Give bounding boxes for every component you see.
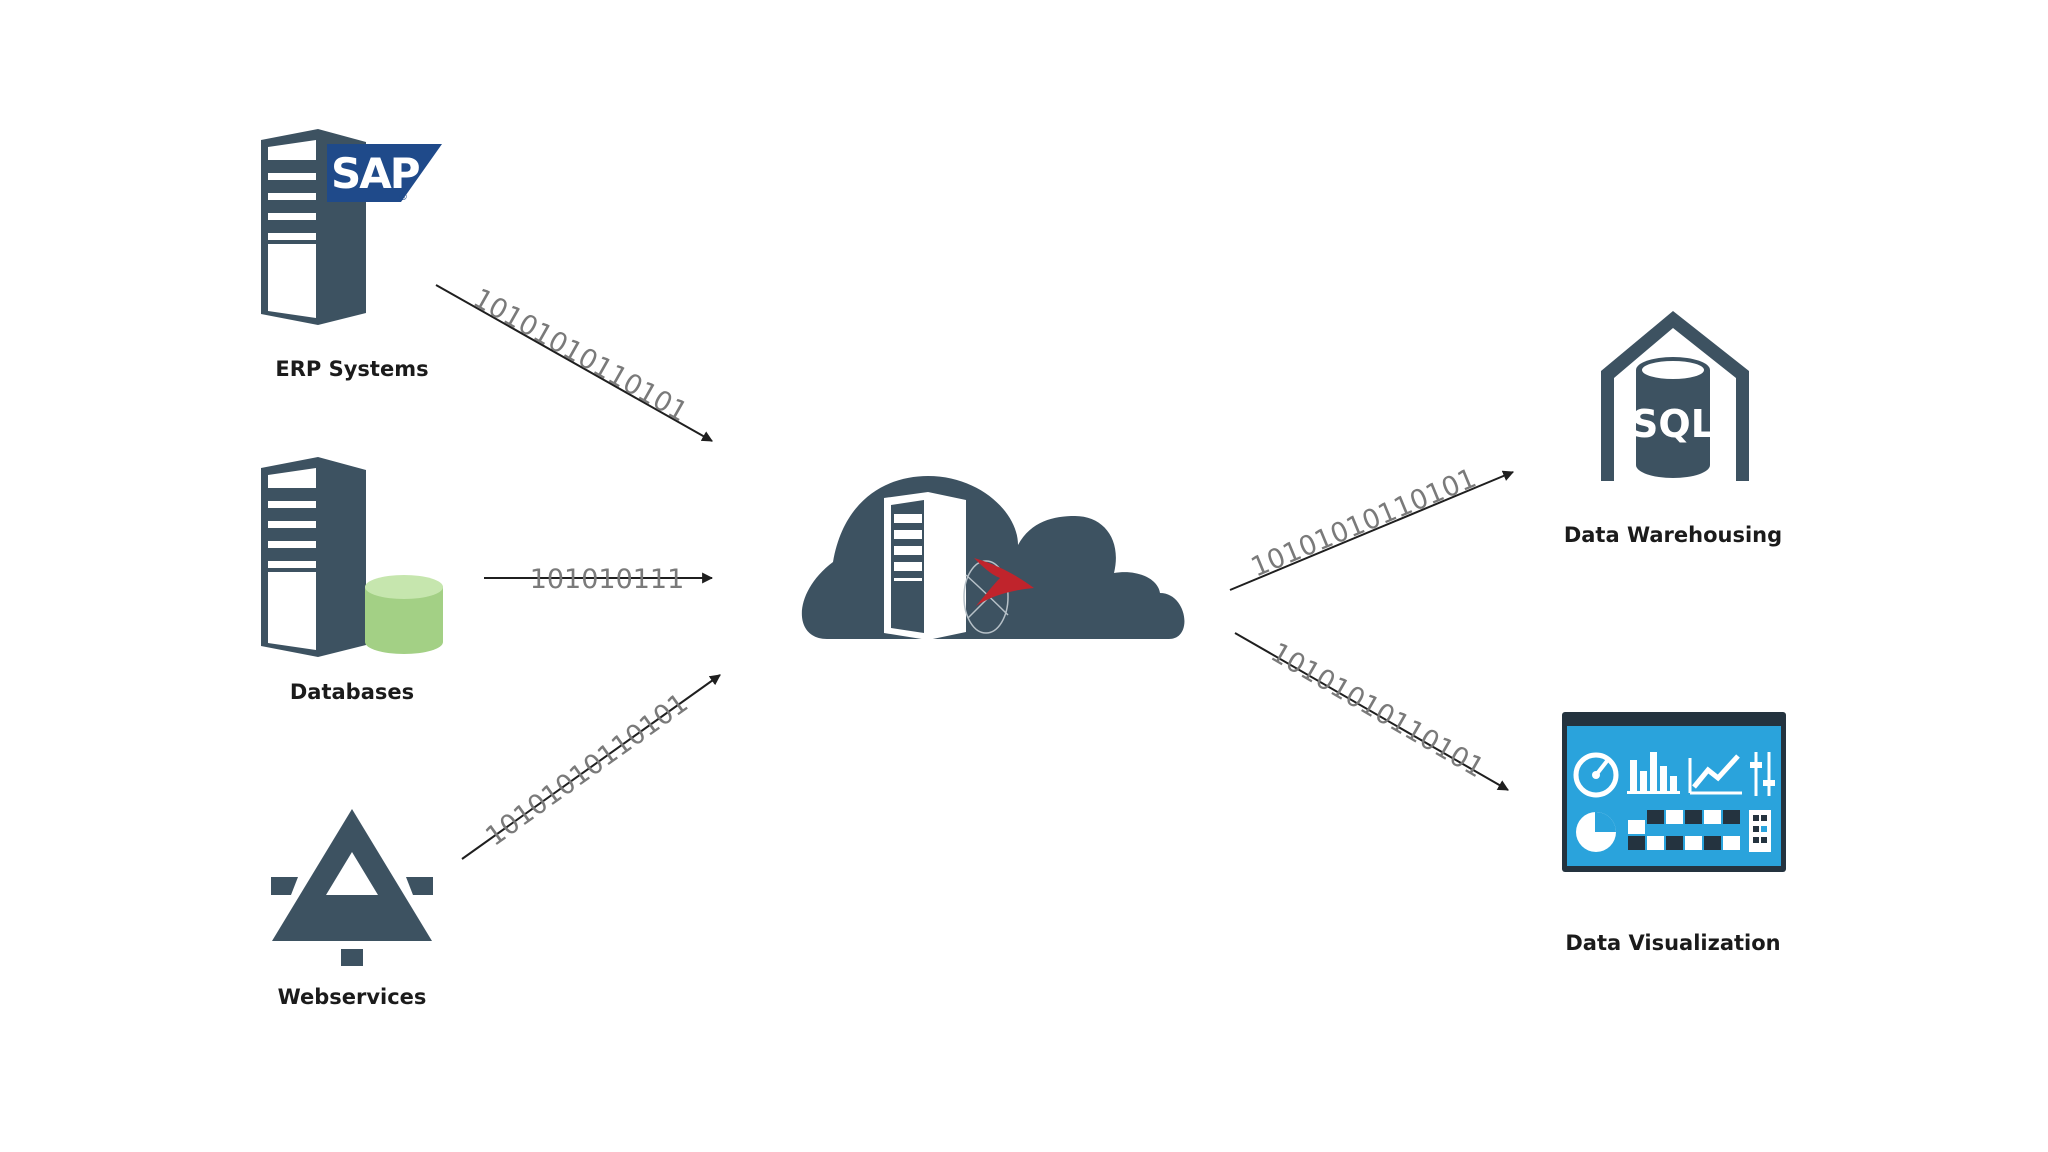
flow-arrow-erp-to-hub: 10101010110101 [435,283,713,442]
sap-logo-text: SAP [331,149,420,198]
sql-database-icon: SQL [1601,311,1749,481]
flow-arrow-databases-to-hub: 101010111 [484,564,714,595]
webservices-label: Webservices [278,985,427,1009]
databases-node: Databases [261,457,443,704]
data-visualization-label: Data Visualization [1565,931,1780,955]
sap-logo-icon: SAP ® [327,144,442,203]
flow-arrow-webservices-to-hub: 10101010110101 [461,674,721,860]
erp-systems-label: ERP Systems [275,357,428,381]
flow-bits-label: 10101010110101 [480,688,694,853]
cloud-server-icon [801,476,1185,640]
integration-engine-icon [963,558,1034,634]
data-warehousing-label: Data Warehousing [1564,523,1782,547]
sql-icon-text: SQL [1631,402,1715,446]
heatmap-grid-icon [1628,810,1740,850]
flow-arrow-hub-to-visualization: 10101010110101 [1234,632,1509,791]
server-tower-icon [261,457,366,657]
data-visualization-node: Data Visualization [1562,712,1786,955]
pie-chart-icon [1576,812,1616,852]
sap-registered-mark: ® [398,192,408,203]
webservices-node: Webservices [271,809,433,1009]
cloud-hub-node [801,476,1185,640]
dashboard-icon [1562,712,1786,872]
gauge-icon [1573,752,1619,798]
webservice-triangle-icon [271,809,433,966]
flow-bits-label: 10101010110101 [1247,463,1481,584]
line-chart-icon [1688,754,1742,795]
list-panel-icon [1749,810,1771,852]
flow-bits-label: 101010111 [530,564,685,595]
flow-arrow-hub-to-warehousing: 10101010110101 [1229,463,1515,591]
bar-chart-icon [1627,752,1680,794]
database-cylinder-icon [365,575,443,654]
slider-controls-icon [1750,752,1775,796]
databases-label: Databases [290,680,414,704]
flow-bits-label: 10101010110101 [1265,637,1489,784]
flow-bits-label: 10101010110101 [468,283,693,428]
data-warehousing-node: SQL Data Warehousing [1564,311,1782,547]
erp-systems-node: SAP ® ERP Systems [261,129,442,381]
